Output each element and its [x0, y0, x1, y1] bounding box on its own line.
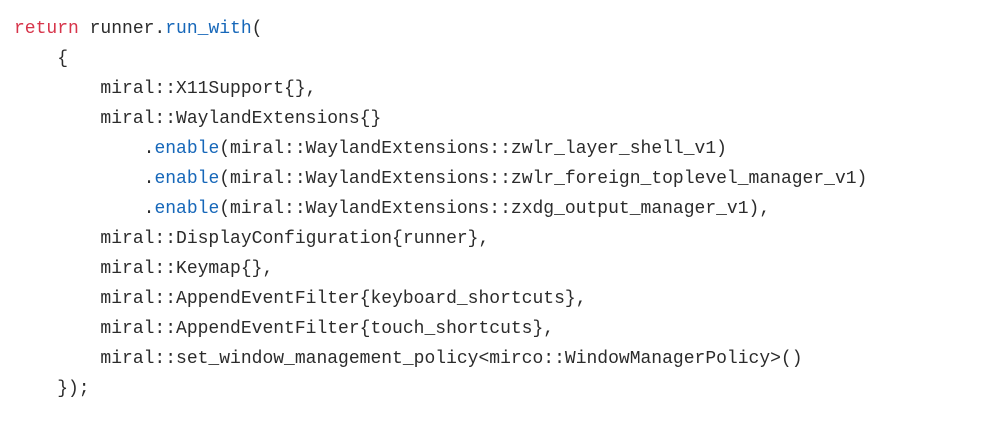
code-token-plain: . — [14, 139, 155, 159]
code-token-plain: }); — [14, 379, 90, 399]
code-line: miral::DisplayConfiguration{runner}, — [14, 224, 1008, 254]
code-token-plain: ( — [251, 19, 263, 39]
code-line: .enable(miral::WaylandExtensions::zwlr_l… — [14, 134, 1008, 164]
code-line: miral::Keymap{}, — [14, 254, 1008, 284]
code-token-plain: miral::set_window_management_policy<mirc… — [14, 349, 803, 369]
code-token-plain: miral::AppendEventFilter{keyboard_shortc… — [14, 289, 587, 309]
code-token-plain: . — [14, 169, 155, 189]
code-line: return runner.run_with( — [14, 14, 1008, 44]
code-line: miral::AppendEventFilter{touch_shortcuts… — [14, 314, 1008, 344]
code-line: miral::WaylandExtensions{} — [14, 104, 1008, 134]
code-token-plain: miral::Keymap{}, — [14, 259, 274, 279]
code-token-plain: runner. — [78, 19, 166, 39]
code-token-plain: (miral::WaylandExtensions::zwlr_foreign_… — [219, 169, 868, 189]
code-line: { — [14, 44, 1008, 74]
code-token-plain: (miral::WaylandExtensions::zwlr_layer_sh… — [219, 139, 727, 159]
code-token-plain: miral::AppendEventFilter{touch_shortcuts… — [14, 319, 555, 339]
code-token-plain: . — [14, 199, 155, 219]
code-line: miral::AppendEventFilter{keyboard_shortc… — [14, 284, 1008, 314]
code-line: .enable(miral::WaylandExtensions::zwlr_f… — [14, 164, 1008, 194]
code-token-function: enable — [154, 169, 220, 189]
code-line: miral::X11Support{}, — [14, 74, 1008, 104]
code-token-function: enable — [154, 139, 220, 159]
code-token-function: enable — [154, 199, 220, 219]
code-line: .enable(miral::WaylandExtensions::zxdg_o… — [14, 194, 1008, 224]
code-token-plain: miral::DisplayConfiguration{runner}, — [14, 229, 490, 249]
code-token-keyword: return — [14, 19, 79, 39]
code-token-plain: miral::X11Support{}, — [14, 79, 317, 99]
code-line: miral::set_window_management_policy<mirc… — [14, 344, 1008, 374]
code-token-plain: miral::WaylandExtensions{} — [14, 109, 382, 129]
code-token-function: run_with — [165, 19, 252, 39]
code-token-plain: { — [14, 49, 69, 69]
code-token-plain: (miral::WaylandExtensions::zxdg_output_m… — [219, 199, 771, 219]
code-line: }); — [14, 374, 1008, 404]
